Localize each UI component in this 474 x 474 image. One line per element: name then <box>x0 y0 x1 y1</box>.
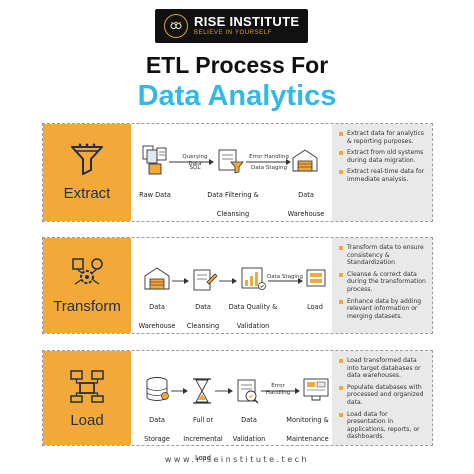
transform-description: Transform data to ensure consistency & S… <box>332 238 432 333</box>
database-icon <box>146 377 169 401</box>
edge-label-sql: SQL <box>189 165 201 171</box>
node-data-cleansing: Data Cleansing <box>186 303 220 330</box>
node-data-storage: Data Storage <box>144 416 170 443</box>
load-server-icon <box>306 269 326 287</box>
funnel-icon <box>71 143 103 175</box>
logo-name: RISE INSTITUTE <box>194 14 300 29</box>
load-network-icon <box>70 369 104 403</box>
arrow-extract-1 <box>169 159 214 165</box>
page-subtitle: Data Analytics <box>137 80 337 112</box>
cleansing-brush-icon <box>193 269 218 291</box>
transform-gears-icon <box>72 258 103 285</box>
node-monitoring: Monitoring & Maintenance <box>286 416 329 443</box>
load-stage-label: Load <box>70 411 104 429</box>
node-full-incremental-load: Full or Incremental Load <box>183 416 223 462</box>
transform-stage-label: Transform <box>53 298 121 315</box>
load-description: Load transformed data into target databa… <box>332 351 432 445</box>
transform-flow: Data Staging Data Warehouse Data Cleansi… <box>135 238 330 333</box>
bullet: Extract real-time data for immediate ana… <box>339 168 427 183</box>
edge-label-querying: Querying Data <box>182 154 208 167</box>
hourglass-icon <box>193 378 211 404</box>
logo: RISE INSTITUTE BELIEVE IN YOURSELF <box>155 9 308 43</box>
edge-label-error: Error Handling <box>265 383 291 396</box>
footer-url: www.riseinstitute.tech <box>164 455 310 464</box>
node-data-warehouse: Data Warehouse <box>287 191 325 218</box>
arrow-transform-2 <box>219 278 237 284</box>
validation-icon <box>237 379 259 404</box>
node-load: Load <box>307 303 323 311</box>
bullet: Transform data to ensure consistency & S… <box>339 244 427 267</box>
bullet: Load data for presentation in applicatio… <box>339 411 427 441</box>
extract-stage-label: Extract <box>63 185 111 202</box>
documents-icon <box>142 145 167 175</box>
quality-chart-icon <box>241 267 266 290</box>
transform-section: Transform <box>42 237 433 334</box>
arrow-load-1 <box>171 388 188 394</box>
arrow-load-2 <box>215 388 233 394</box>
arrow-load-3 <box>261 388 300 394</box>
monitor-icon <box>303 378 329 401</box>
warehouse-icon <box>292 149 318 172</box>
owl-logo-icon <box>164 14 188 38</box>
edge-label-staging: Data Staging <box>267 274 303 280</box>
arrow-transform-3 <box>268 278 303 284</box>
edge-label-error: Error Handling <box>249 154 289 160</box>
extract-description: Extract data for analytics & reporting p… <box>332 124 432 221</box>
bullet: Enhance data by adding relevant informat… <box>339 298 427 321</box>
bullet: Cleanse & correct data during the transf… <box>339 271 427 294</box>
node-data-quality: Data Quality & Validation <box>228 303 278 330</box>
logo-tagline: BELIEVE IN YOURSELF <box>194 30 272 36</box>
arrow-extract-2 <box>246 159 291 165</box>
node-data-warehouse: Data Warehouse <box>138 303 176 330</box>
bullet: Extract from old systems during data mig… <box>339 149 427 164</box>
data-filtering-icon <box>218 149 244 174</box>
extract-stage: Extract <box>43 124 131 221</box>
bullet: Load transformed data into target databa… <box>339 357 427 380</box>
load-flow: Error Handling Data Storage Full or Incr… <box>135 351 330 462</box>
node-data-validation: Data Validation <box>232 416 266 443</box>
node-data-filtering: Data Filtering & Cleansing <box>207 191 259 218</box>
node-raw-data: Raw Data <box>139 191 171 199</box>
warehouse-icon <box>144 267 170 290</box>
load-stage: Load <box>43 351 131 445</box>
transform-stage: Transform <box>43 238 131 333</box>
extract-flow: Querying Data SQL Error Handling Data St… <box>135 124 330 221</box>
bullet: Extract data for analytics & reporting p… <box>339 130 427 145</box>
load-section: Load <box>42 350 433 462</box>
arrow-transform-1 <box>172 278 189 284</box>
bullet: Populate databases with processed and or… <box>339 384 427 407</box>
edge-label-staging: Data Staging <box>251 165 287 171</box>
extract-section: Extract <box>42 123 433 222</box>
page-title: ETL Process For <box>145 52 329 78</box>
